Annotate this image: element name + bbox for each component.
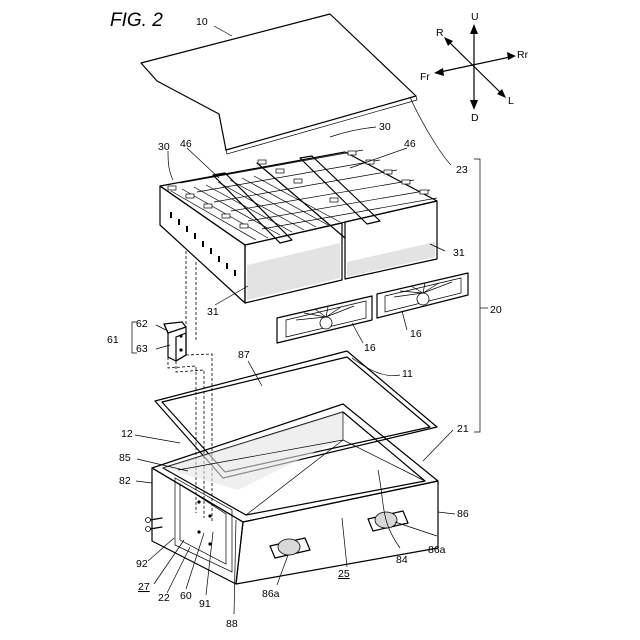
label-86: 86 bbox=[457, 508, 469, 520]
label-91: 91 bbox=[199, 598, 211, 610]
label-31-left: 31 bbox=[207, 306, 219, 318]
label-92: 92 bbox=[136, 558, 148, 570]
label-12: 12 bbox=[121, 428, 133, 440]
sensor-board-left bbox=[277, 296, 372, 343]
label-22: 22 bbox=[158, 592, 170, 604]
label-46-right: 46 bbox=[404, 138, 416, 150]
direction-front-label: Fr bbox=[420, 71, 430, 83]
label-10: 10 bbox=[196, 16, 208, 28]
label-62: 62 bbox=[136, 318, 148, 330]
direction-rear-label: R bbox=[436, 27, 444, 39]
direction-up-label: U bbox=[471, 11, 479, 23]
direction-right-label: Rr bbox=[517, 49, 529, 61]
bracket-assembly bbox=[164, 322, 186, 361]
figure-title: FIG. 2 bbox=[110, 10, 163, 31]
label-23: 23 bbox=[456, 164, 468, 176]
top-cover-sheet bbox=[141, 14, 417, 154]
label-63: 63 bbox=[136, 343, 148, 355]
label-16-left: 16 bbox=[364, 342, 376, 354]
label-87: 87 bbox=[238, 349, 250, 361]
label-11: 11 bbox=[402, 368, 413, 380]
label-31-right: 31 bbox=[453, 247, 465, 259]
label-86a-right: 86a bbox=[428, 544, 446, 556]
label-86a-bottom: 86a bbox=[262, 588, 280, 600]
label-16-right: 16 bbox=[410, 328, 422, 340]
group-bracket-20 bbox=[474, 159, 480, 432]
mount-foot-right bbox=[368, 511, 408, 531]
label-30-right: 30 bbox=[379, 121, 391, 133]
direction-compass-icon bbox=[434, 24, 516, 110]
battery-stack bbox=[160, 150, 437, 303]
label-21: 21 bbox=[457, 423, 469, 435]
label-27: 27 bbox=[138, 581, 150, 593]
direction-down-label: D bbox=[471, 112, 479, 124]
label-46-left: 46 bbox=[180, 138, 192, 150]
label-88: 88 bbox=[226, 618, 238, 630]
label-30-left: 30 bbox=[158, 141, 170, 153]
mount-foot-left bbox=[270, 538, 310, 558]
label-84: 84 bbox=[396, 554, 408, 566]
housing-case bbox=[146, 404, 439, 584]
label-60: 60 bbox=[180, 590, 192, 602]
label-25: 25 bbox=[338, 568, 350, 580]
label-20: 20 bbox=[490, 304, 502, 316]
leader-lines bbox=[135, 26, 455, 614]
label-82: 82 bbox=[119, 475, 131, 487]
label-85: 85 bbox=[119, 452, 131, 464]
sensor-board-right bbox=[377, 273, 468, 318]
direction-left-label: L bbox=[508, 95, 514, 107]
label-61: 61 bbox=[107, 334, 119, 346]
